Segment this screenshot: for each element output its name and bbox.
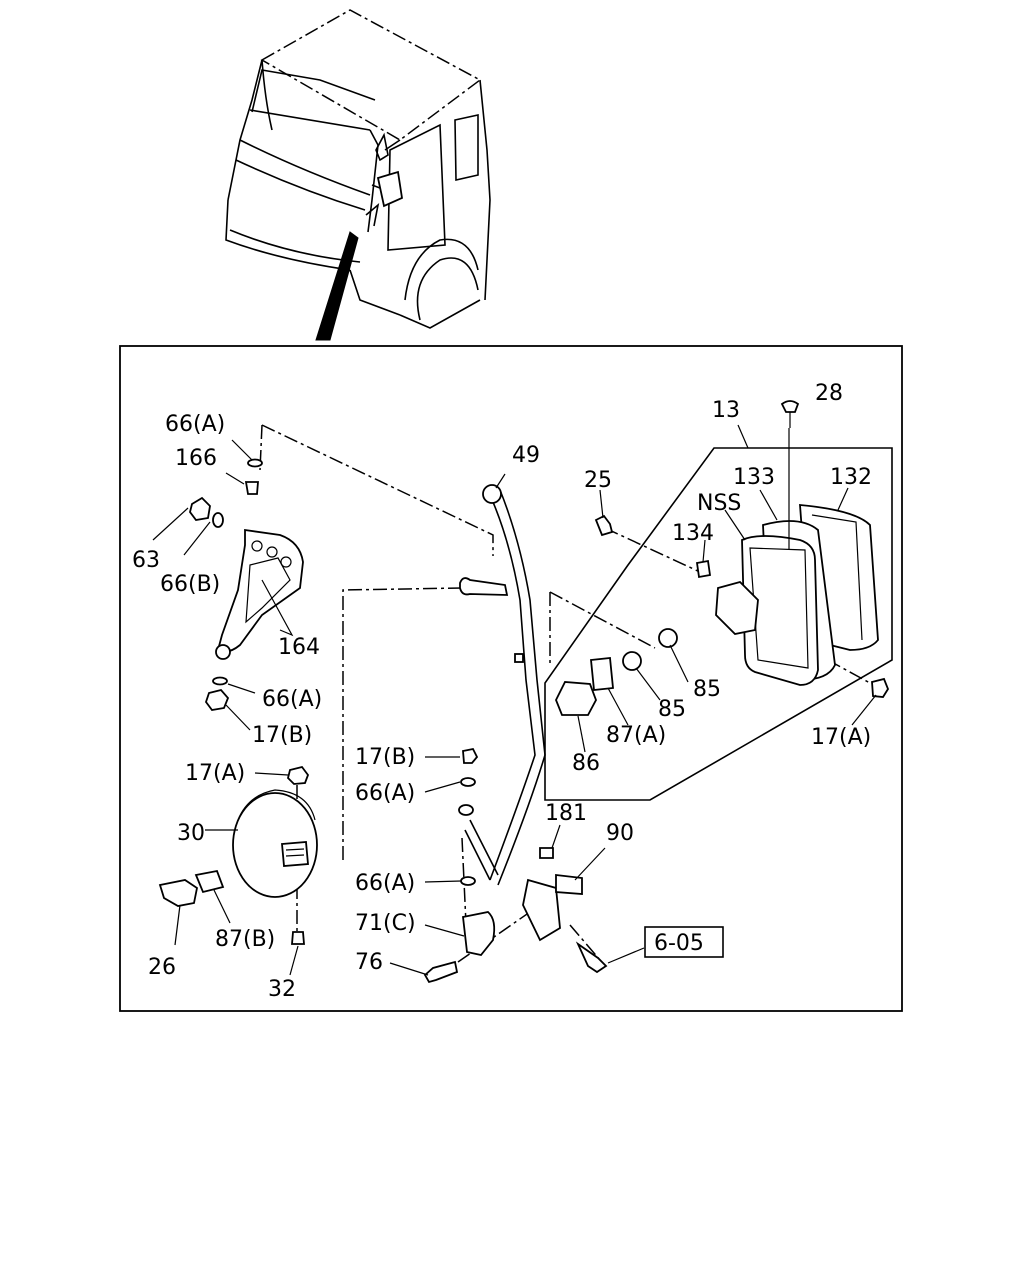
cap-86 (555, 681, 597, 716)
label-133: 133 (733, 465, 775, 490)
label-26: 26 (148, 955, 176, 980)
label-66a-center: 66(A) (355, 781, 415, 806)
label-85-a: 85 (693, 677, 721, 702)
nut-17b-center (462, 747, 479, 764)
bracket-90 (555, 873, 583, 895)
bolt-6-05 (575, 941, 608, 974)
clip-134 (695, 559, 712, 579)
detail-frame (119, 345, 903, 1012)
nut-63 (189, 496, 211, 521)
label-85-b: 85 (658, 697, 686, 722)
label-32: 32 (268, 977, 296, 1002)
label-30: 30 (177, 821, 205, 846)
washer-66a-top (247, 458, 263, 468)
label-66a-lower: 66(A) (355, 871, 415, 896)
truck-cab-illustration (225, 9, 491, 341)
bolt-25 (594, 514, 614, 537)
label-181: 181 (545, 801, 587, 826)
label-17a-left: 17(A) (185, 761, 245, 786)
label-90: 90 (606, 821, 634, 846)
lamp-30 (232, 789, 318, 898)
label-87a: 87(A) (606, 723, 666, 748)
mirror-assembly-outline (544, 447, 893, 801)
label-134: 134 (672, 521, 714, 546)
label-87b: 87(B) (215, 927, 275, 952)
stay-49 (458, 484, 546, 886)
bolt-76 (423, 960, 459, 984)
washer-66b (212, 512, 224, 528)
label-63: 63 (132, 548, 160, 573)
label-76: 76 (355, 950, 383, 975)
label-71c: 71(C) (355, 911, 416, 936)
nut-17a-right (871, 677, 890, 698)
callout-labels: 66(A) 166 63 66(B) 164 66(A) 17(B) 17(A)… (132, 381, 872, 1002)
label-28: 28 (815, 381, 843, 406)
label-17b-left: 17(B) (252, 723, 312, 748)
label-nss: NSS (697, 491, 741, 516)
label-6-05[interactable]: 6-05 (654, 931, 704, 956)
label-66b: 66(B) (160, 572, 220, 597)
label-166: 166 (175, 446, 217, 471)
leader-lines (152, 424, 877, 976)
bolt-32 (291, 931, 305, 945)
clip-181-small (539, 847, 554, 859)
label-66a-top: 66(A) (165, 412, 225, 437)
clip-87b (194, 869, 225, 894)
bracket-71c (462, 911, 496, 956)
cap-26 (158, 879, 199, 907)
label-17b-center: 17(B) (355, 745, 415, 770)
washer-66a-center (460, 777, 476, 787)
collar-166 (244, 481, 259, 495)
screw-28 (780, 400, 800, 413)
label-49: 49 (512, 443, 540, 468)
nut-17b-left (204, 688, 230, 711)
bracket-164 (215, 528, 304, 660)
mount-bracket (715, 580, 759, 635)
pivot-85-b (658, 628, 678, 648)
washer-66a-mid (212, 676, 228, 686)
label-25: 25 (584, 468, 612, 493)
label-17a-right: 17(A) (811, 725, 871, 750)
clip-87a (590, 657, 614, 691)
bracket-181 (522, 878, 561, 942)
ref-box-6-05[interactable] (644, 926, 724, 958)
label-86: 86 (572, 751, 600, 776)
nut-17a-left (287, 765, 310, 785)
label-66a-mid: 66(A) (262, 687, 322, 712)
label-13: 13 (712, 398, 740, 423)
pivot-85-a (622, 651, 642, 671)
label-164: 164 (278, 635, 320, 660)
washer-66a-lower (460, 876, 476, 886)
label-132: 132 (830, 465, 872, 490)
